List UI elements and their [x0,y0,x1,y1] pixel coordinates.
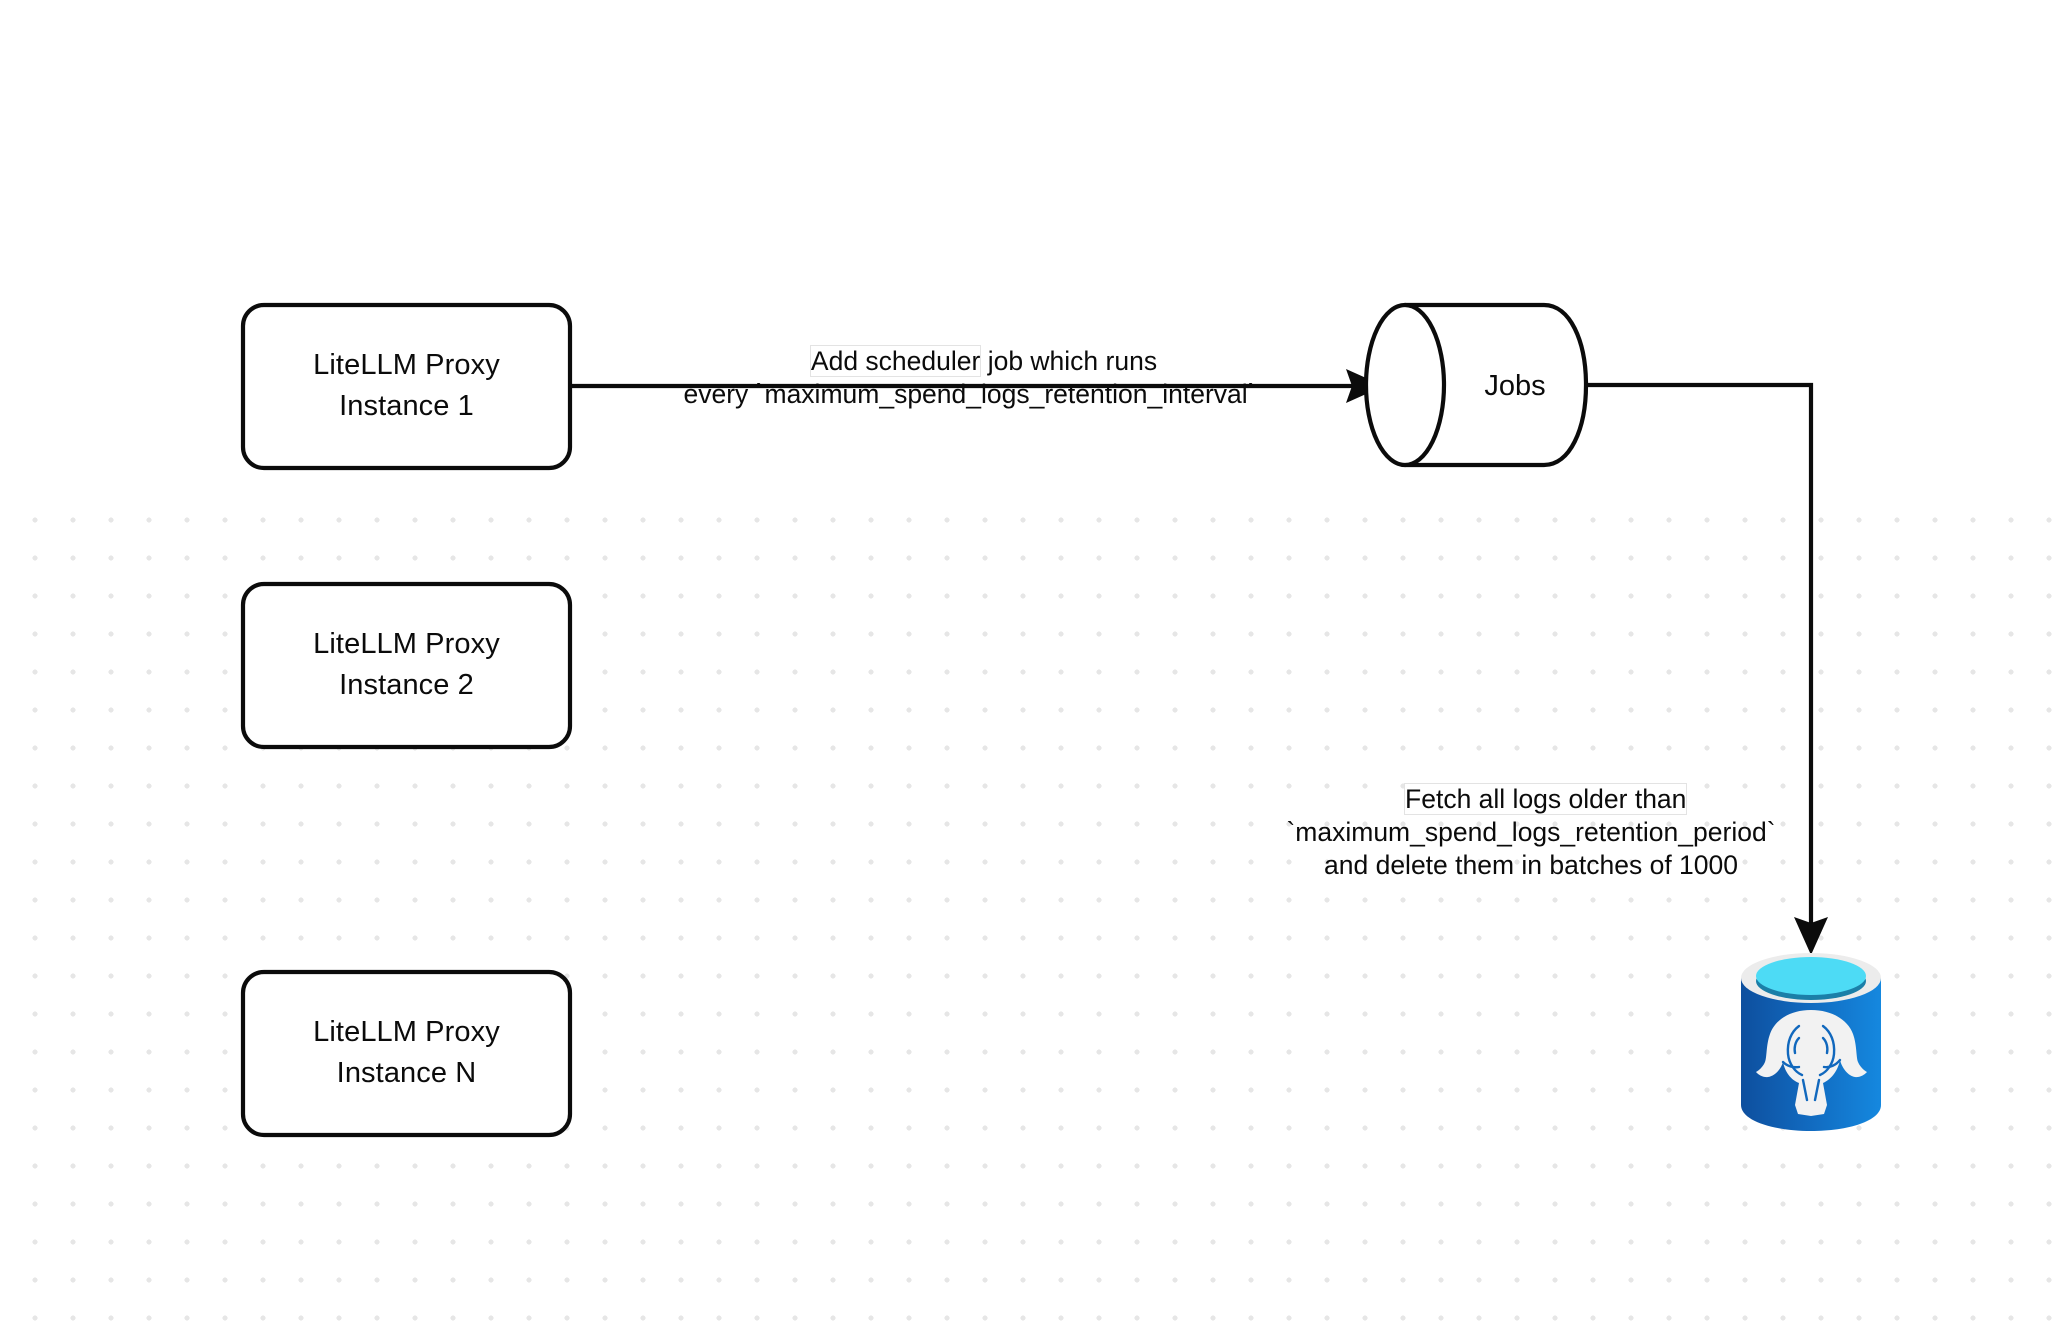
postgres-elephant-detail [1781,1024,1842,1102]
edge2-label-line2: `maximum_spend_logs_retention_period` [1286,817,1776,847]
postgres-elephant-glyph [1756,1010,1867,1116]
postgres-database-icon[interactable] [1737,950,1885,1133]
node-proxy-instance-1[interactable] [240,302,573,471]
edge-label-line1-rest: job which runs [980,346,1158,376]
node-jobs-label: Jobs [1484,370,1546,402]
edge-jobs-to-postgres-label: Fetch all logs older than`maximum_spend_… [1238,750,1824,915]
edge-label-line2: every `maximum_spend_logs_retention_inte… [683,379,1257,409]
edge2-label-highlight-segment: Fetch all logs older than [1405,784,1687,814]
node-jobs-cylinder-cap [1363,302,1447,468]
postgres-opening-top [1756,957,1866,995]
edge-label-highlight-segment: Add scheduler [810,346,981,376]
edge-jobs-to-postgres-arrowhead [1794,917,1828,955]
node-proxy-instance-n[interactable] [240,969,573,1138]
edge2-label-line3: and delete them in batches of 1000 [1324,850,1738,880]
edge-jobs-to-postgres-line [1586,382,1814,925]
node-proxy-instance-2[interactable] [240,581,573,750]
